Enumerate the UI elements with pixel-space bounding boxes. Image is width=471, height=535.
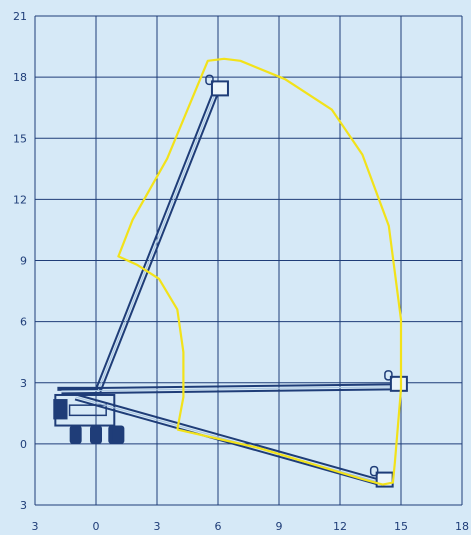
basket-2-control xyxy=(369,465,379,477)
y-tick-label-4: 9 xyxy=(20,255,27,268)
x-tick-label-4: 9 xyxy=(276,520,283,533)
x-tick-label-1: 0 xyxy=(93,520,100,533)
x-tick-label-0: 3 xyxy=(32,520,39,533)
basket-0 xyxy=(210,80,229,97)
y-tick-label-3: 12 xyxy=(13,193,27,206)
x-tick-label-3: 6 xyxy=(215,520,222,533)
wheel-0 xyxy=(69,425,82,444)
basket-1-control xyxy=(384,370,393,381)
y-tick-label-8: 3 xyxy=(20,499,27,512)
boom-0-upper-edge xyxy=(99,91,220,393)
counterweight xyxy=(53,399,68,420)
y-tick-label-2: 15 xyxy=(13,132,27,145)
y-tick-label-6: 3 xyxy=(20,377,27,390)
y-tick-label-7: 0 xyxy=(20,438,27,451)
aerial-platform-drawing xyxy=(53,74,408,488)
grid xyxy=(34,15,463,506)
y-tick-label-5: 6 xyxy=(20,316,27,329)
x-tick-label-6: 15 xyxy=(394,520,408,533)
boom-0-lower-edge xyxy=(94,90,215,391)
boom-0-core xyxy=(97,91,217,392)
boom-1-upper-edge xyxy=(61,388,395,395)
boom-1-core xyxy=(61,386,395,392)
x-tick-label-7: 18 xyxy=(455,520,469,533)
wheel-1 xyxy=(90,425,102,444)
basket-1 xyxy=(389,375,408,392)
tick-labels: 3 0 3 6 9 12 15 18 21 18 15 12 9 6 3 0 3 xyxy=(13,10,469,533)
boom-2-upper-edge xyxy=(74,398,381,486)
working-envelope-layer xyxy=(117,57,403,486)
x-tick-label-2: 3 xyxy=(154,520,161,533)
boom-2-lower-edge xyxy=(76,393,382,482)
chassis-frame xyxy=(68,404,107,417)
basket-0-control xyxy=(205,74,214,86)
wheel-3 xyxy=(112,425,125,444)
y-tick-label-1: 18 xyxy=(13,71,27,84)
working-envelope-outline xyxy=(117,57,403,486)
y-tick-label-0: 21 xyxy=(13,10,27,23)
boom-1-lower-edge xyxy=(61,383,395,390)
x-tick-label-5: 12 xyxy=(333,520,347,533)
